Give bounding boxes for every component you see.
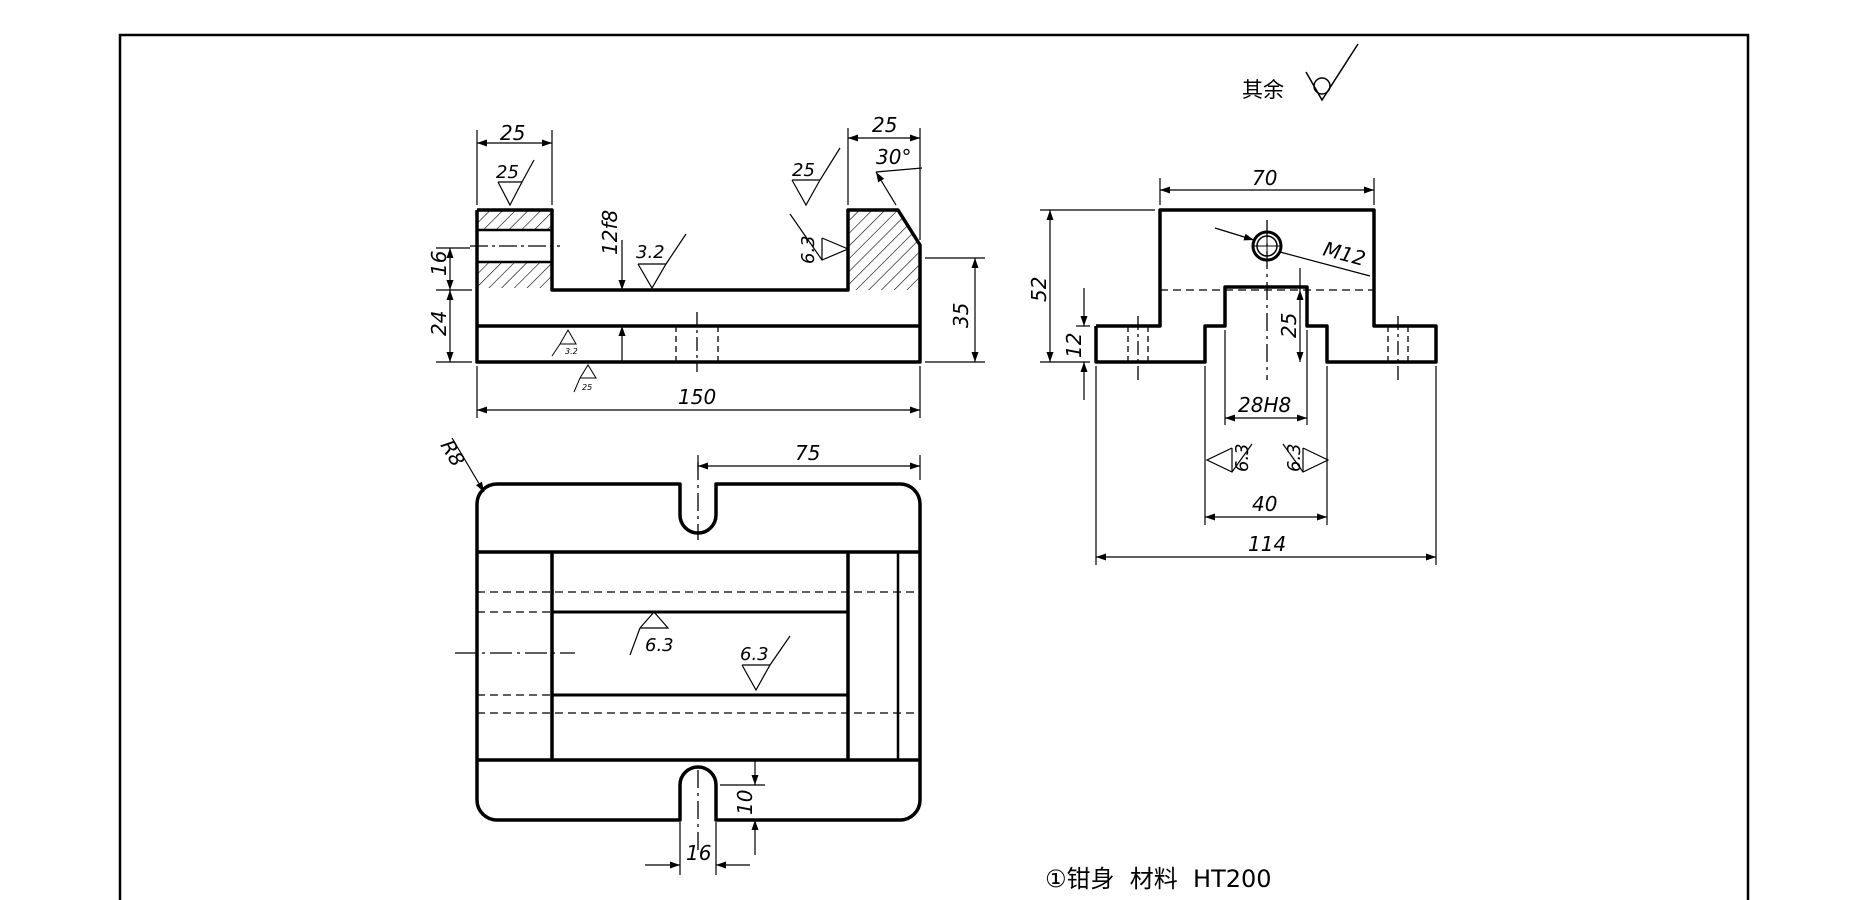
roughness-text-right-side: 6.3 [798, 235, 819, 264]
roughness-text-side-right: 6.3 [1284, 443, 1305, 472]
dim-flange-thickness [1076, 288, 1090, 400]
dim-left-jaw-width [476, 130, 553, 205]
roughness-top-center [629, 611, 670, 656]
roughness-bottom-marks [551, 328, 597, 393]
dim-radius [451, 437, 485, 493]
dim-text-10: 10 [733, 790, 757, 815]
dim-left-heights [436, 247, 472, 363]
roughness-text-right-top: 25 [792, 160, 815, 181]
dim-text-12: 12 [1062, 333, 1086, 358]
roughness-text-left-jaw: 25 [496, 162, 519, 183]
other-roughness-note: 其余 [1242, 43, 1359, 102]
left-jaw-hatch-top [477, 210, 552, 230]
right-jaw-hatch [848, 210, 920, 290]
dim-total-width [1095, 366, 1437, 565]
roughness-text-bottom-1: 3.2 [565, 347, 578, 356]
top-view: R8 75 6.3 6.3 10 [436, 436, 922, 875]
dim-chamfer-angle [875, 167, 923, 206]
dim-thread [1214, 227, 1371, 277]
dim-slot-depth [720, 760, 765, 855]
roughness-text-side-left: 6.3 [1232, 443, 1253, 472]
roughness-right-jaw-side [789, 213, 850, 261]
drawing-caption: ①钳身 材料 HT200 [1045, 865, 1272, 893]
dim-text-16-slot: 16 [686, 841, 711, 865]
roughness-text-slot: 3.2 [636, 242, 665, 263]
roughness-left-jaw [497, 159, 535, 207]
roughness-text-top-right: 6.3 [740, 644, 769, 665]
dim-text-25-left: 25 [500, 121, 525, 145]
dim-text-16: 16 [427, 251, 451, 276]
dim-text-30-deg: 30° [876, 145, 911, 169]
dim-text-70: 70 [1252, 166, 1277, 190]
roughness-text-top-center: 6.3 [645, 635, 674, 656]
dim-text-24: 24 [427, 311, 451, 336]
left-jaw-hatch-bottom [477, 262, 552, 288]
dim-right-jaw-width [847, 128, 921, 240]
roughness-slot [637, 233, 687, 290]
front-view: 25 25 25 30° 25 6.3 [427, 113, 985, 418]
dim-text-m12: M12 [1321, 237, 1368, 271]
dim-text-150: 150 [678, 385, 716, 409]
roughness-symbol-circle [1305, 43, 1359, 102]
dim-text-25-side: 25 [1277, 313, 1301, 338]
dim-half-length [697, 455, 921, 480]
dim-text-40: 40 [1252, 492, 1277, 516]
dim-text-12f8: 12f8 [598, 210, 622, 255]
side-view-outline [1094, 208, 1438, 364]
dim-text-r8: R8 [436, 436, 470, 471]
roughness-side-left [1205, 443, 1253, 473]
dim-text-52: 52 [1027, 277, 1051, 302]
dim-total-length [476, 366, 921, 418]
dim-slot-width-side [1224, 330, 1308, 425]
drawing-border [118, 33, 1750, 900]
side-view: 70 52 M12 12 25 [1027, 166, 1438, 565]
top-view-outline [475, 482, 922, 822]
dim-base-width [1204, 366, 1328, 525]
roughness-side-right [1282, 443, 1330, 473]
dim-text-28h8: 28H8 [1238, 393, 1291, 417]
dim-text-75: 75 [795, 441, 820, 465]
roughness-right-jaw-top [791, 147, 841, 207]
dim-right-height [925, 257, 985, 363]
dim-text-114: 114 [1248, 532, 1286, 556]
dim-text-25-right: 25 [872, 113, 897, 137]
roughness-top-right [741, 635, 791, 692]
dim-slot-width [645, 822, 750, 875]
other-roughness-label: 其余 [1242, 78, 1284, 102]
front-view-outline [475, 208, 922, 364]
roughness-text-bottom-2: 25 [582, 383, 592, 392]
dim-text-35: 35 [949, 303, 973, 328]
dim-side-top-width [1159, 178, 1375, 205]
